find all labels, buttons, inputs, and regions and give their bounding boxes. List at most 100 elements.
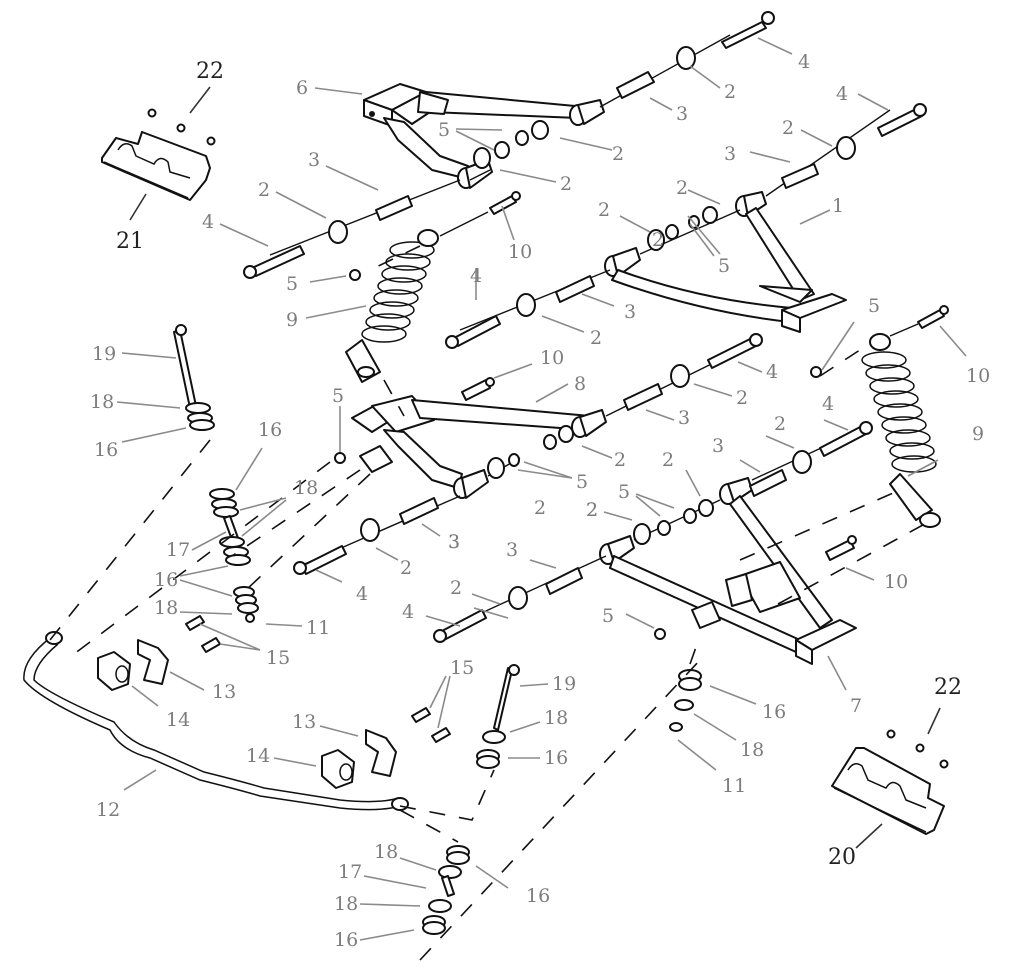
- callout-4: 4: [836, 83, 848, 105]
- bolt-10-mid: [461, 377, 495, 401]
- bushing-2-left-upper: [328, 220, 348, 244]
- skid-plate-21: [101, 131, 211, 201]
- assembly-dashed-lines: [49, 245, 933, 961]
- sleeve-3-row-d: [545, 567, 583, 595]
- callout-2: 2: [590, 327, 602, 349]
- upper-a-arm-6: [363, 83, 605, 189]
- callout-10: 10: [508, 241, 532, 263]
- bushing-2-top: [676, 46, 696, 70]
- callout-20: 20: [828, 845, 856, 870]
- callout-2: 2: [652, 229, 664, 251]
- callout-14: 14: [166, 709, 190, 731]
- callout-4: 4: [766, 361, 778, 383]
- link-stack-bottom: [422, 845, 470, 935]
- sleeve-3-row-b: [399, 497, 439, 525]
- callout-15: 15: [450, 657, 474, 679]
- bushing-2-row-c: [792, 450, 812, 474]
- callout-2: 2: [782, 117, 794, 139]
- callout-1: 1: [832, 195, 844, 217]
- a-arm-1: [604, 191, 847, 333]
- callout-2: 2: [676, 177, 688, 199]
- callout-13: 13: [292, 711, 316, 733]
- callout-2: 2: [560, 173, 572, 195]
- bolt-4-left-upper: [243, 245, 305, 279]
- bolt-4-row-c: [819, 421, 873, 457]
- bushings-5-cluster-a-arm-1: [647, 206, 718, 251]
- bushing-2-row-b: [360, 518, 380, 542]
- callout-16: 16: [334, 929, 358, 951]
- bolt-4-row-b: [293, 545, 347, 575]
- bolt-10-upper: [489, 191, 521, 215]
- callout-4: 4: [822, 393, 834, 415]
- callout-2: 2: [534, 497, 546, 519]
- bushing-14-right: [321, 749, 355, 789]
- callout-9: 9: [286, 309, 298, 331]
- callout-5: 5: [718, 255, 730, 277]
- callout-19: 19: [552, 673, 576, 695]
- bolts-15-right: [411, 707, 451, 743]
- nut-5-right: [810, 366, 822, 378]
- callout-9: 9: [972, 423, 984, 445]
- callout-2: 2: [400, 557, 412, 579]
- callout-2: 2: [774, 413, 786, 435]
- bushings-5-cluster-a-arm-7: [633, 499, 714, 545]
- callout-12: 12: [96, 799, 120, 821]
- callout-7: 7: [850, 695, 862, 717]
- callout-4: 4: [356, 583, 368, 605]
- link-stack-right: [669, 669, 702, 732]
- screws-22-right: [886, 729, 949, 769]
- screws-22-left: [147, 108, 216, 146]
- callout-2: 2: [586, 499, 598, 521]
- callout-2: 2: [598, 199, 610, 221]
- callout-2: 2: [724, 81, 736, 103]
- nut-5-a-arm-8: [334, 452, 346, 464]
- callout-5: 5: [286, 273, 298, 295]
- callout-5: 5: [576, 471, 588, 493]
- leader-lines: [116, 37, 967, 941]
- callout-22-right: 22: [934, 675, 962, 700]
- bolt-4-row-d: [433, 609, 487, 643]
- sleeve-3-row-a: [623, 383, 663, 411]
- callout-18: 18: [294, 477, 318, 499]
- callout-5: 5: [868, 295, 880, 317]
- callout-labels: 22 21 6 3 2 4 5 9 5 2 2 10 4 2 3 4 2 3 2…: [90, 51, 990, 951]
- sleeve-3-right-upper: [781, 163, 819, 189]
- callout-4: 4: [402, 601, 414, 623]
- nut-5-a-arm-7: [654, 628, 666, 640]
- callout-11: 11: [306, 617, 330, 639]
- bushing-2-mid: [516, 293, 536, 317]
- callout-10: 10: [540, 347, 564, 369]
- callout-2: 2: [450, 577, 462, 599]
- callout-17: 17: [338, 861, 362, 883]
- callout-3: 3: [678, 407, 690, 429]
- callout-16: 16: [94, 439, 118, 461]
- callout-5: 5: [602, 605, 614, 627]
- bolt-4-row-a: [707, 333, 763, 369]
- callout-16: 16: [258, 419, 282, 441]
- bolts-15-left: [185, 615, 221, 653]
- callout-15: 15: [266, 647, 290, 669]
- callout-14: 14: [246, 745, 270, 767]
- callout-21: 21: [116, 229, 144, 254]
- callout-4: 4: [798, 51, 810, 73]
- callout-18: 18: [154, 597, 178, 619]
- callout-5: 5: [618, 481, 630, 503]
- shock-absorber-9-right: [861, 333, 941, 528]
- a-arm-8: [351, 395, 607, 499]
- bolt-4-top: [721, 11, 775, 49]
- bushings-5-cluster-a-arm-8: [487, 425, 574, 479]
- callout-18: 18: [374, 841, 398, 863]
- sleeve-3-row-c: [749, 469, 787, 497]
- link-bolt-19-right: [476, 664, 520, 769]
- callout-13: 13: [212, 681, 236, 703]
- callout-3: 3: [624, 301, 636, 323]
- callout-10: 10: [966, 365, 990, 387]
- callout-22-left: 22: [196, 59, 224, 84]
- callout-3: 3: [448, 531, 460, 553]
- callout-2: 2: [612, 143, 624, 165]
- link-bolt-19-left: [173, 324, 215, 431]
- bushing-2-right-upper: [836, 136, 856, 160]
- callout-4: 4: [470, 265, 482, 287]
- callout-10: 10: [884, 571, 908, 593]
- callout-2: 2: [586, 499, 598, 521]
